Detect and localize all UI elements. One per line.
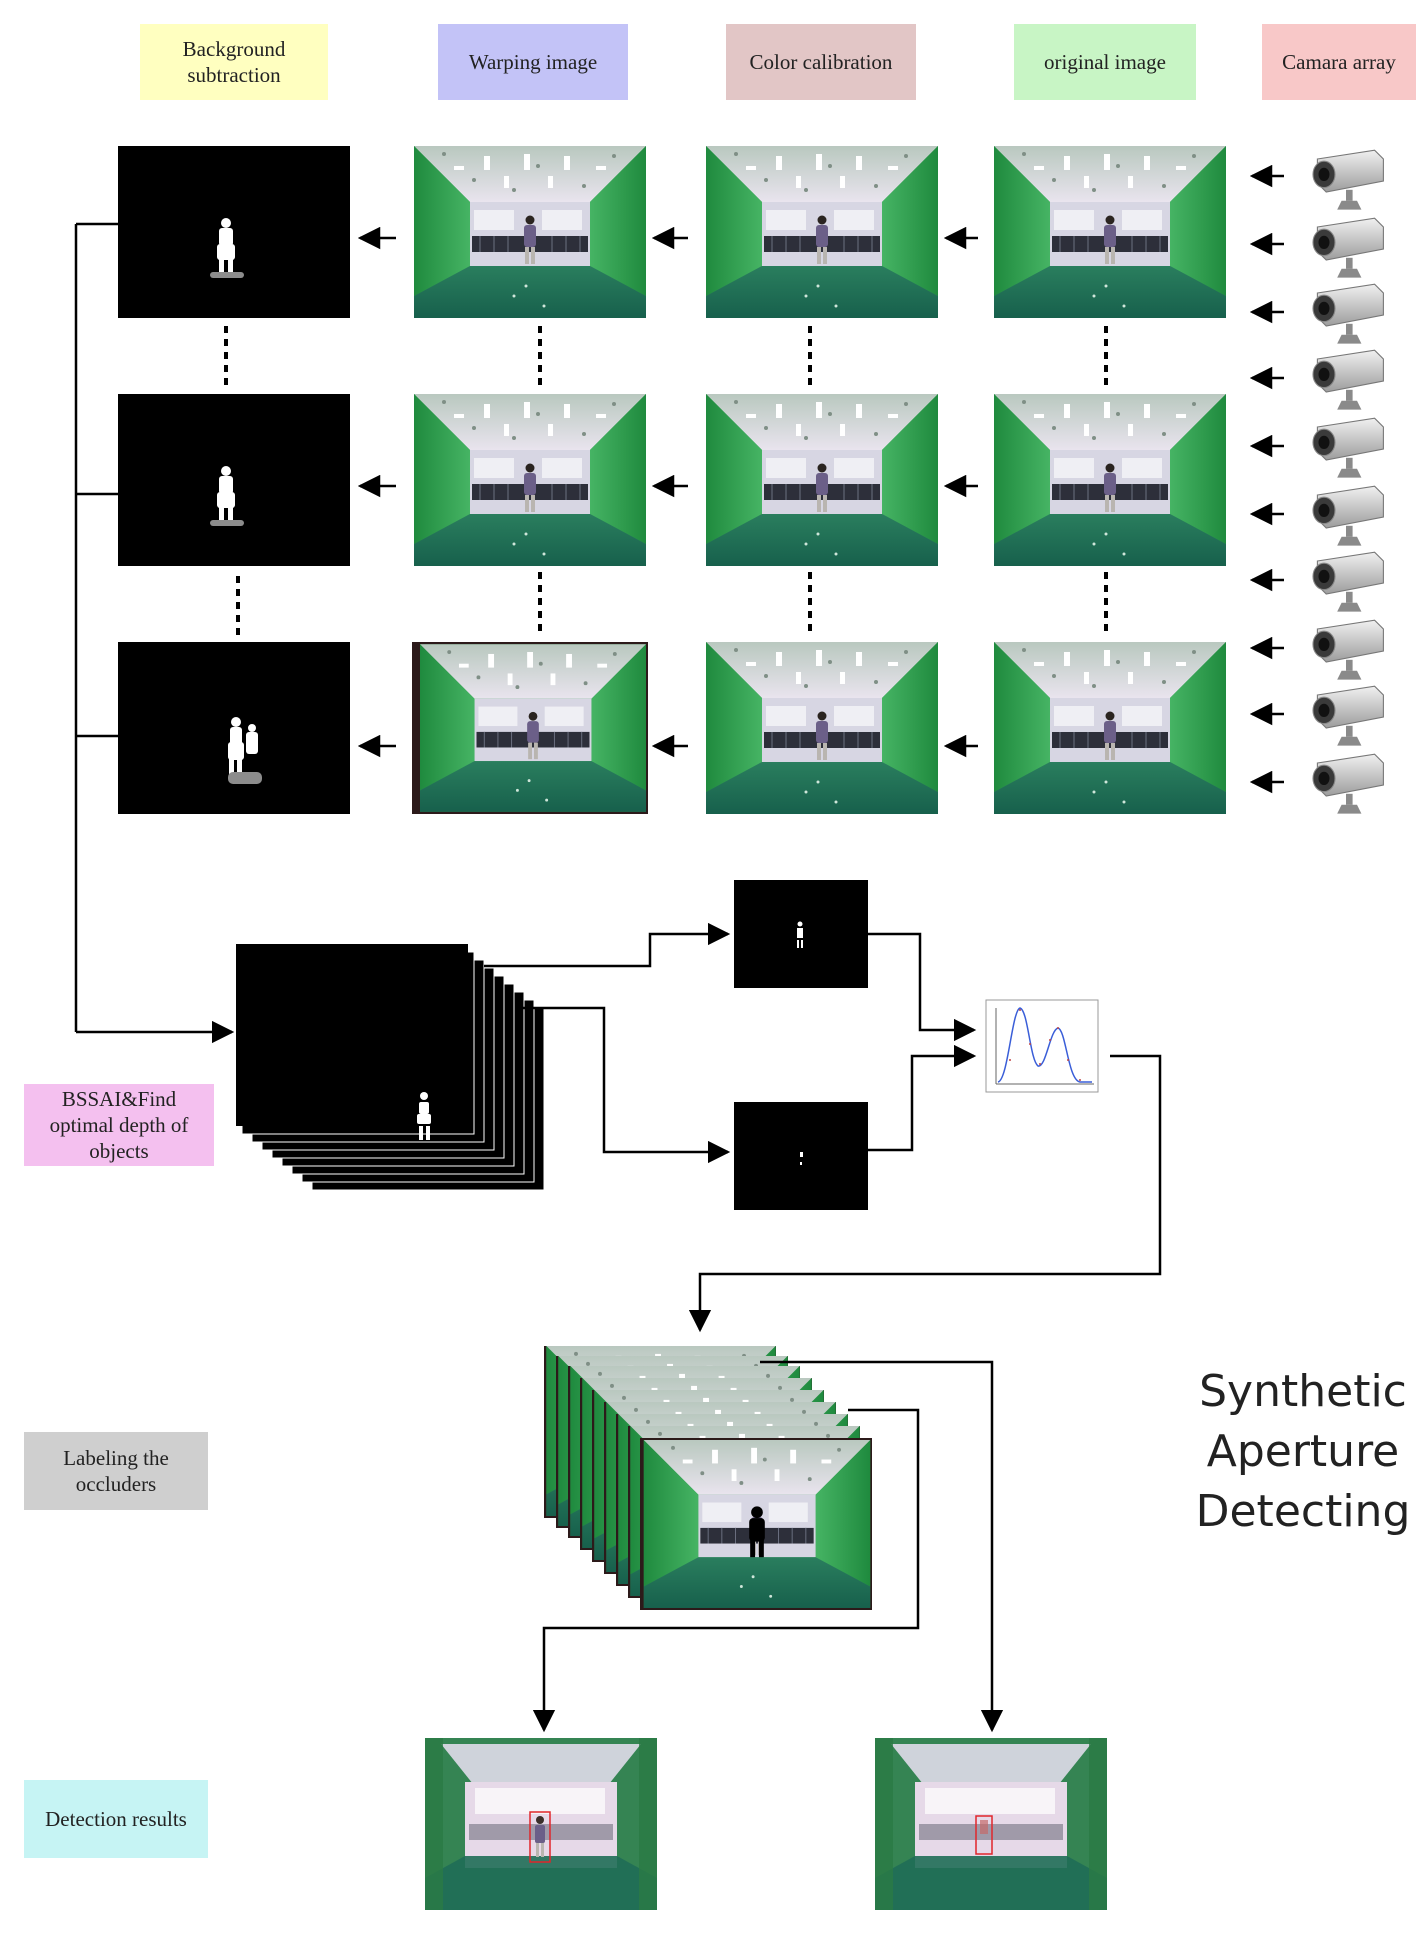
camera-arrows <box>1249 164 1284 794</box>
camera-icon <box>1312 551 1384 613</box>
focus-to-plot-arrows <box>688 932 1162 1333</box>
calibrated-image-row-1 <box>706 146 938 318</box>
labeled-occluder-stack <box>544 1346 872 1610</box>
synthetic-aperture-detecting-title: Synthetic Aperture Detecting <box>1190 1362 1416 1542</box>
detection-result-left <box>425 1738 657 1910</box>
title-line-1: Synthetic <box>1199 1366 1407 1417</box>
subtraction-image-row-2 <box>118 394 350 566</box>
warped-image-row-3 <box>420 644 646 812</box>
detection-result-right-target <box>975 1815 993 1855</box>
camera-icon <box>1312 217 1384 279</box>
camera-icon <box>1312 485 1384 547</box>
title-line-3: Detecting <box>1195 1486 1411 1537</box>
calibrated-image-row-3 <box>706 642 938 814</box>
synthetic-aperture-image-stack <box>236 944 545 1191</box>
warped-image-row-1 <box>414 146 646 318</box>
subtraction-image-row-1 <box>118 146 350 318</box>
row-arrows <box>357 226 978 758</box>
occluder-to-detection-arrows <box>532 1360 1004 1733</box>
camera-icon <box>1312 685 1384 747</box>
camera-icon <box>1312 283 1384 345</box>
original-image-row-1 <box>994 146 1226 318</box>
focus-image-bottom-figure <box>800 1152 803 1165</box>
original-image-row-3 <box>994 642 1226 814</box>
subtraction-image-row-3 <box>118 642 350 814</box>
label-detection-results: Detection results <box>24 1780 208 1858</box>
collector-bracket <box>74 222 235 1044</box>
camera-icon <box>1312 753 1384 815</box>
camera-icon <box>1312 149 1384 211</box>
calibrated-image-row-2 <box>706 394 938 566</box>
original-image-row-2 <box>994 394 1226 566</box>
detection-result-right <box>875 1738 1107 1910</box>
title-line-2: Aperture <box>1206 1426 1400 1477</box>
camera-icon <box>1312 349 1384 411</box>
label-color-calibration: Color calibration <box>726 24 916 100</box>
label-original-image: original image <box>1014 24 1196 100</box>
label-background-subtraction: Background subtraction <box>140 24 328 100</box>
warped-image-row-2 <box>414 394 646 566</box>
camera-icon <box>1312 417 1384 479</box>
label-labeling-occluders: Labeling the occluders <box>24 1432 208 1510</box>
focus-image-top-figure <box>797 921 803 948</box>
camera-array <box>1312 149 1384 815</box>
ellipsis-separators <box>224 326 1108 640</box>
depth-profile-plot-icon <box>985 999 1099 1093</box>
detection-result-left-target <box>529 1811 551 1863</box>
stack-to-focus-arrows <box>484 922 731 1164</box>
label-camera-array: Camara array <box>1262 24 1416 100</box>
label-warping-image: Warping image <box>438 24 628 100</box>
camera-icon <box>1312 619 1384 681</box>
label-bssai-find: BSSAI&Find optimal depth of objects <box>24 1084 214 1166</box>
